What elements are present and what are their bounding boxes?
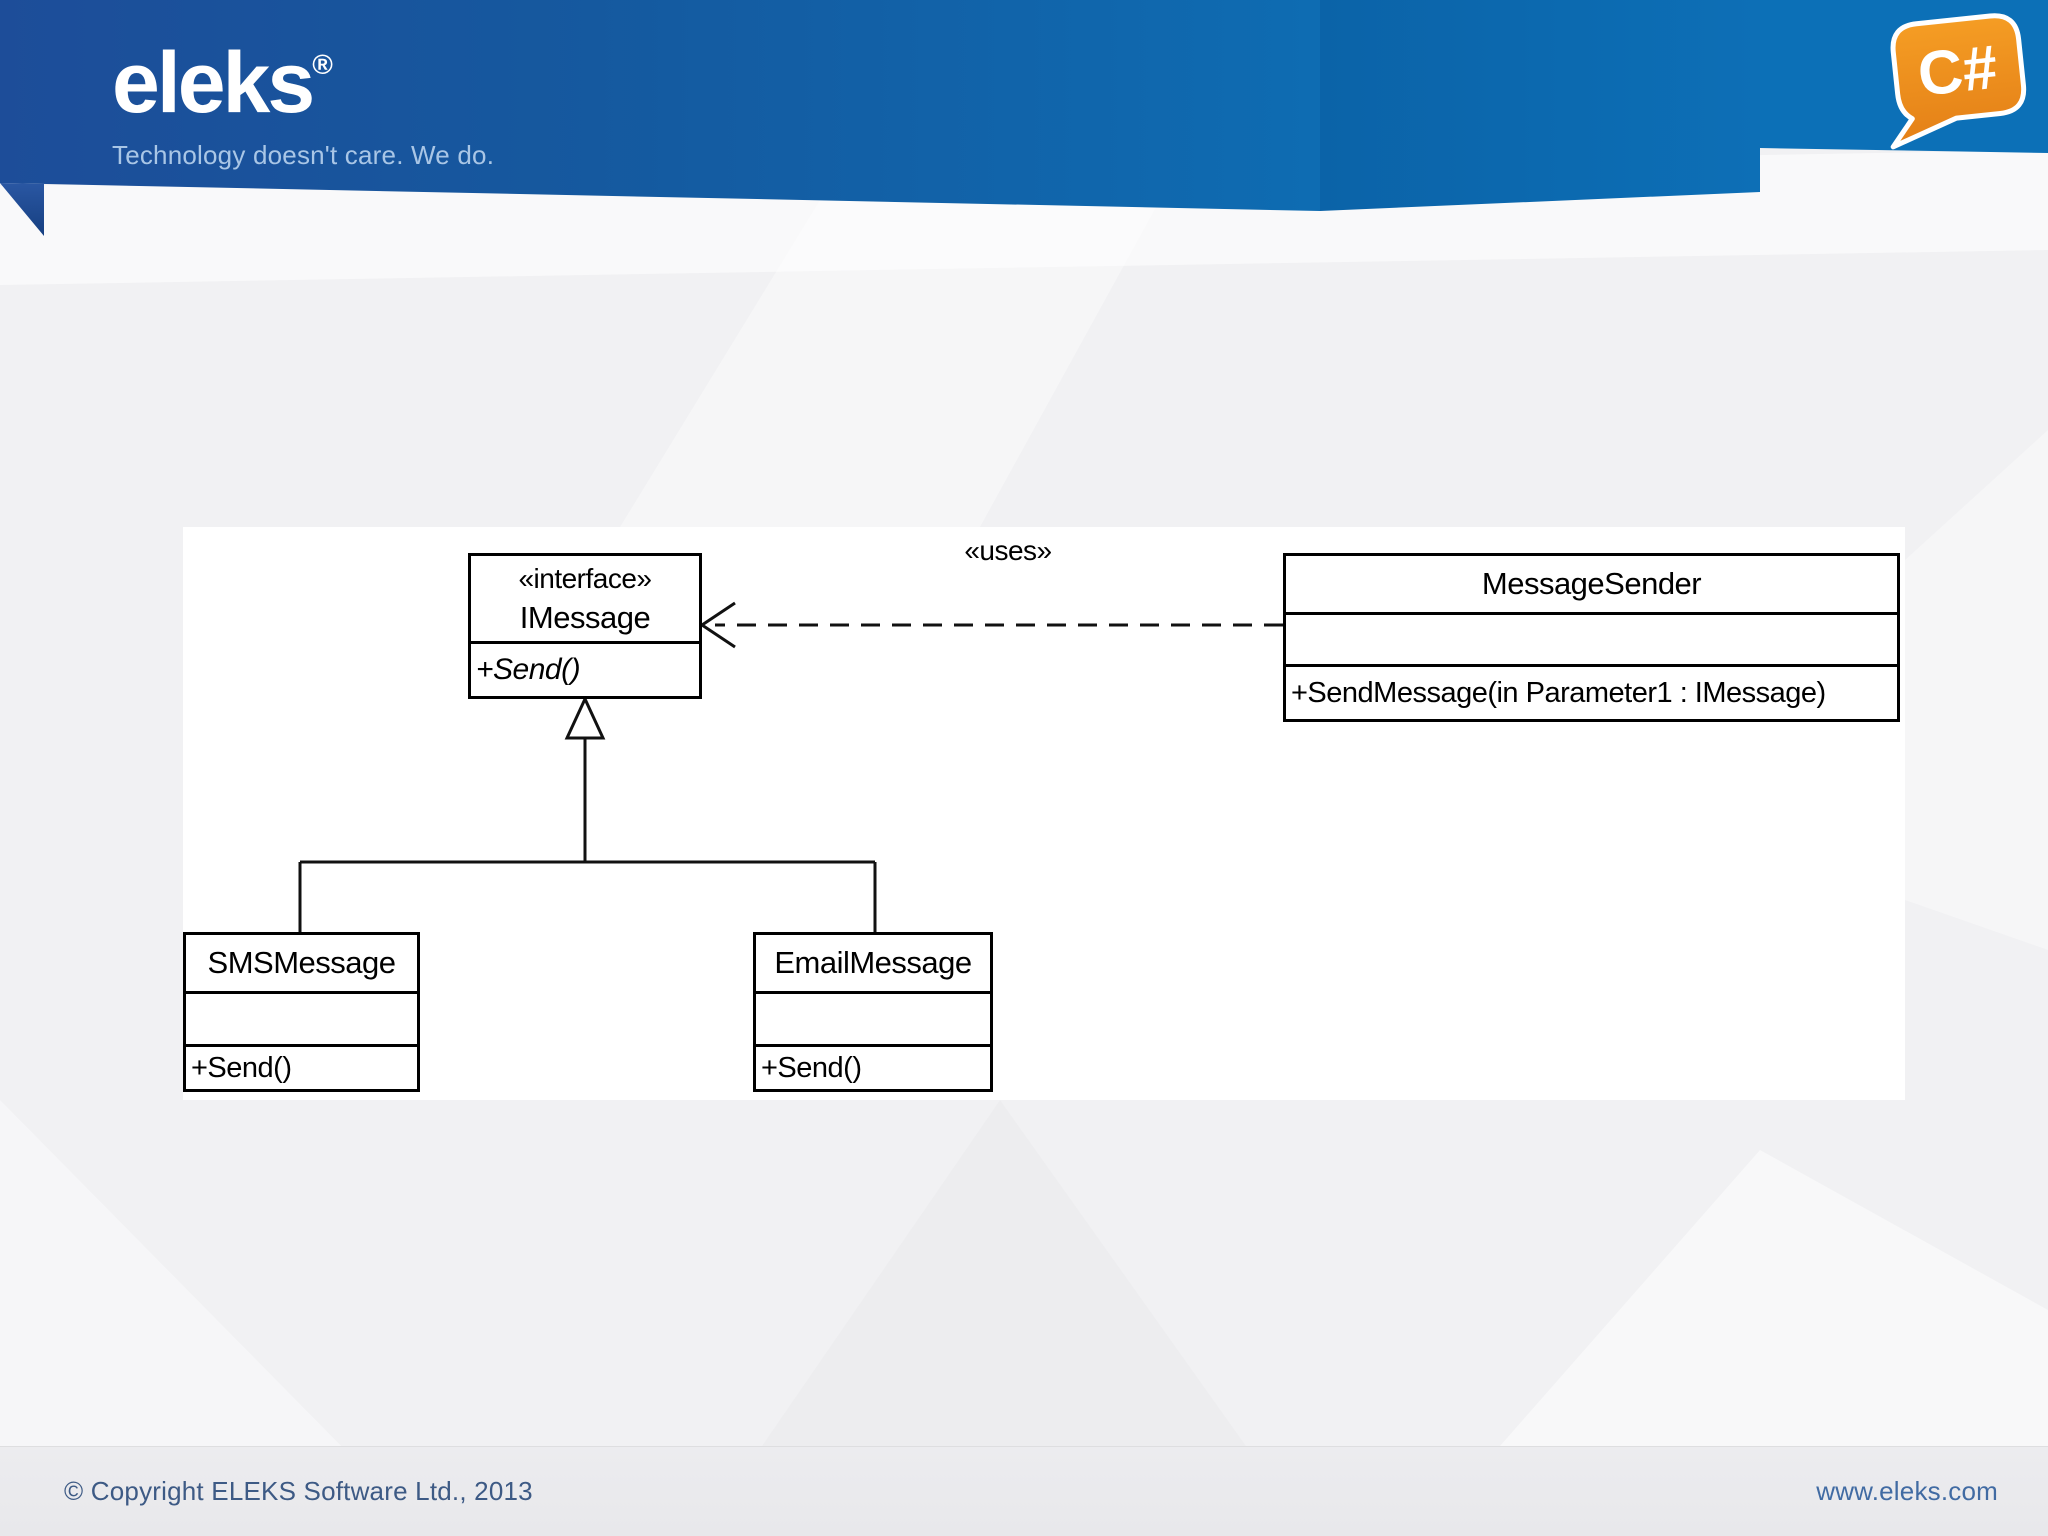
csharp-logo-text: C# bbox=[1915, 33, 2001, 110]
uses-arrowhead bbox=[699, 601, 736, 649]
emailmessage-attributes-compartment bbox=[756, 991, 990, 1044]
smsmessage-method: +Send() bbox=[186, 1044, 417, 1089]
facet-right bbox=[1905, 430, 2048, 950]
imessage-stereotype: «interface» bbox=[518, 562, 652, 594]
emailmessage-title-compartment: EmailMessage bbox=[756, 935, 990, 991]
copyright-text: © Copyright ELEKS Software Ltd., 2013 bbox=[64, 1476, 533, 1506]
smsmessage-title-compartment: SMSMessage bbox=[186, 935, 417, 991]
smsmessage-attributes-compartment bbox=[186, 991, 417, 1044]
class-box-emailmessage: EmailMessage +Send() bbox=[753, 932, 993, 1092]
facet-bottom-left bbox=[0, 1100, 430, 1536]
messagesender-name: MessageSender bbox=[1481, 566, 1702, 601]
footer: © Copyright ELEKS Software Ltd., 2013 ww… bbox=[0, 1446, 2048, 1536]
emailmessage-name: EmailMessage bbox=[774, 945, 972, 980]
class-box-smsmessage: SMSMessage +Send() bbox=[183, 932, 420, 1092]
facet-upper-mid bbox=[620, 200, 1160, 527]
messagesender-attributes-compartment bbox=[1286, 612, 1897, 664]
imessage-title-compartment: «interface» IMessage bbox=[471, 556, 699, 641]
class-box-imessage: «interface» IMessage +Send() bbox=[468, 553, 702, 699]
uses-stereotype-label: «uses» bbox=[964, 535, 1052, 566]
messagesender-title-compartment: MessageSender bbox=[1286, 556, 1897, 612]
diagram-panel: «uses» «interface» IMessage +Send() Mess… bbox=[183, 527, 1905, 1100]
header-facet-left bbox=[0, 0, 1320, 211]
facet-bottom-right bbox=[1500, 1150, 2048, 1446]
brand-block: eleks® Technology doesn't care. We do. bbox=[112, 40, 494, 171]
messagesender-method: +SendMessage(in Parameter1 : IMessage) bbox=[1286, 664, 1897, 719]
smsmessage-name: SMSMessage bbox=[207, 945, 396, 980]
emailmessage-method: +Send() bbox=[756, 1044, 990, 1089]
csharp-bubble-group: C# bbox=[1890, 13, 2027, 150]
imessage-method: +Send() bbox=[471, 641, 699, 696]
header-facet-mid bbox=[1320, 0, 1760, 211]
class-box-messagesender: MessageSender +SendMessage(in Parameter1… bbox=[1283, 553, 1900, 722]
csharp-speech-bubble bbox=[1890, 13, 2027, 150]
uml-connectors bbox=[298, 601, 1283, 933]
header-fold-triangle bbox=[0, 183, 44, 236]
brand-tagline: Technology doesn't care. We do. bbox=[112, 140, 495, 170]
registered-mark: ® bbox=[312, 49, 333, 80]
eleks-logo: eleks® bbox=[112, 40, 494, 126]
csharp-logo: C# bbox=[1890, 13, 2027, 150]
website-text: www.eleks.com bbox=[1816, 1476, 1998, 1506]
generalization-triangle bbox=[564, 695, 606, 740]
imessage-name: IMessage bbox=[519, 599, 651, 635]
eleks-logo-text: eleks bbox=[112, 35, 315, 131]
